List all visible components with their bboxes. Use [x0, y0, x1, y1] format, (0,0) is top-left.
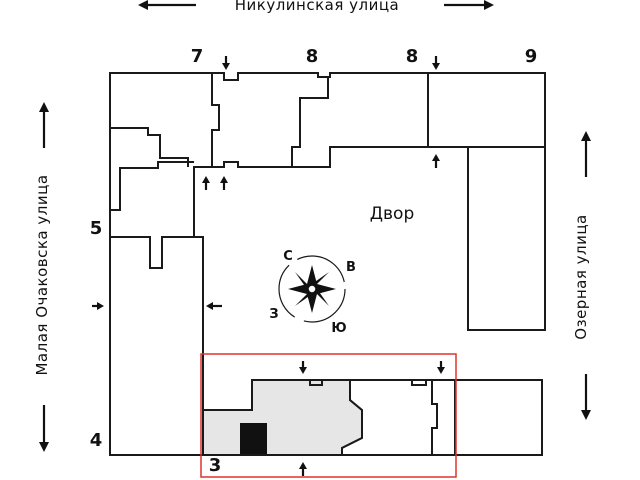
street-label-left: Малая Очаковска улица — [33, 174, 51, 375]
building-number-9: 9 — [525, 46, 538, 67]
entrance-arrow-icon — [432, 154, 440, 168]
compass-rose-icon — [278, 255, 346, 323]
street-arrow-right-up-icon — [581, 131, 591, 177]
building-4-5-block — [109, 236, 204, 456]
highlight-frame — [200, 353, 457, 478]
yard-label: Двор — [370, 204, 415, 224]
entrance-arrow-icon — [92, 302, 104, 310]
building-number-4: 4 — [90, 430, 103, 451]
entrance-arrow-icon — [299, 361, 307, 374]
compass-east-label: В — [346, 260, 356, 275]
compass-north-label: С — [283, 249, 293, 264]
building-block-south — [203, 379, 543, 456]
entrance-arrow-icon — [202, 176, 210, 190]
entrance-arrow-icon — [299, 462, 307, 476]
selected-unit-marker[interactable] — [240, 423, 267, 455]
street-label-top: Никулинская улица — [235, 0, 400, 14]
entrance-arrow-icon — [437, 361, 445, 374]
entrance-arrow-icon — [206, 302, 222, 310]
street-arrow-right-down-icon — [581, 374, 591, 420]
building-number-5: 5 — [90, 218, 103, 239]
street-arrow-left-up-icon — [39, 102, 49, 148]
highlighted-section[interactable] — [202, 379, 363, 456]
street-arrow-top-right-icon — [444, 0, 494, 10]
building-9-wing — [467, 146, 546, 331]
entrance-arrow-icon — [432, 56, 440, 70]
building-number-7: 8 — [306, 46, 319, 67]
entrance-arrow-icon — [220, 176, 228, 190]
compass-south-label: Ю — [331, 321, 346, 336]
compass-west-label: З — [269, 307, 278, 322]
building-number-3: 3 — [209, 455, 222, 476]
street-label-right: Озерная улица — [572, 214, 590, 339]
building-number-8: 8 — [406, 46, 419, 67]
entrance-arrow-icon — [222, 56, 230, 70]
street-arrow-left-down-icon — [39, 405, 49, 452]
building-block-north — [109, 72, 546, 269]
street-arrow-top-left-icon — [138, 0, 196, 10]
building-number-6: 7 — [191, 46, 204, 67]
